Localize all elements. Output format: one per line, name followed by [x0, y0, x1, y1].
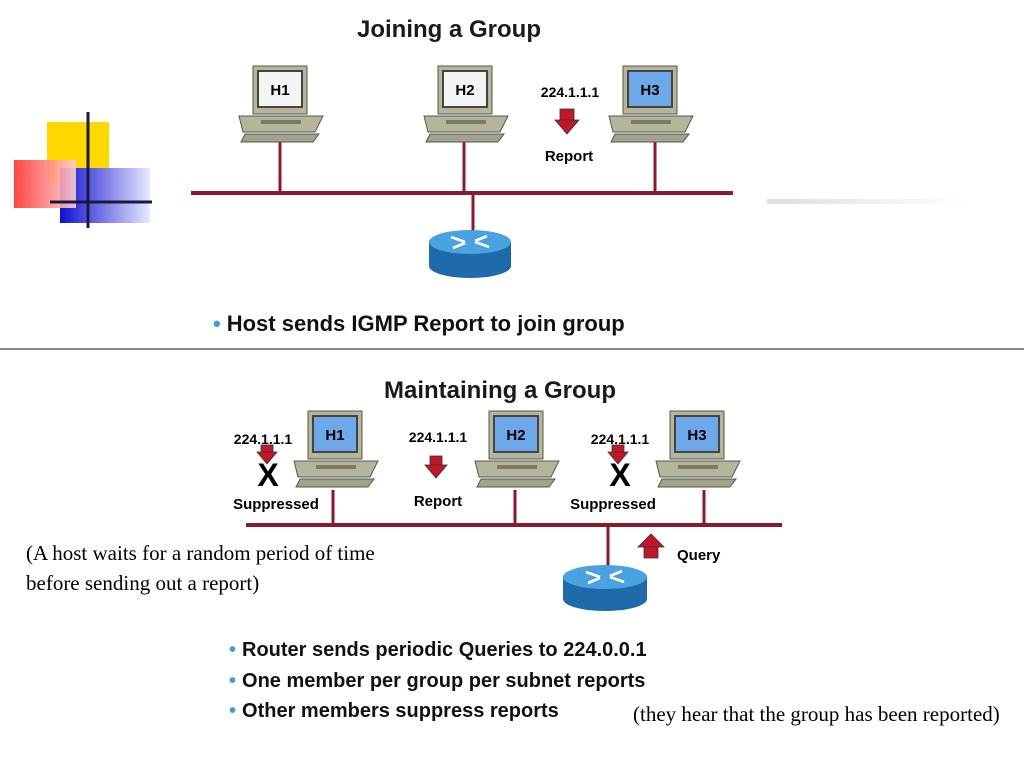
host-h3-label: H3 [640, 82, 659, 99]
h3-suppressed-label: Suppressed [570, 496, 656, 513]
host-h1: H1 [293, 410, 379, 488]
host-h2: H2 [474, 410, 560, 488]
top-bullet: •Host sends IGMP Report to join group [213, 311, 625, 337]
joining-group-title: Joining a Group [357, 16, 541, 43]
host-h1: H1 [238, 65, 324, 143]
report-label: Report [545, 148, 593, 165]
host-h1-label: H1 [325, 427, 344, 444]
host-h2-label: H2 [455, 82, 474, 99]
h2-group-address: 224.1.1.1 [409, 429, 468, 445]
host-h3: H3 [655, 410, 741, 488]
bottom-bullet-1: •Router sends periodic Queries to 224.0.… [229, 639, 647, 662]
query-label: Query [677, 547, 721, 564]
bottom-bullet-2-text: One member per group per subnet reports [242, 670, 646, 692]
h1-group-address: 224.1.1.1 [234, 431, 293, 447]
note-random-wait: (A host waits for a random period of tim… [22, 536, 425, 600]
h3-report-arrow-down [607, 444, 629, 465]
maintaining-group-diagram: H1 H2 H3 224.1.1.1 X Suppre [233, 410, 782, 611]
note-group-reported: (they hear that the group has been repor… [633, 702, 1000, 726]
bottom-bullet-1-text: Router sends periodic Queries to 224.0.0… [242, 639, 647, 661]
bottom-bullet-3: •Other members suppress reports [229, 700, 559, 723]
deco-faint-rule [766, 199, 966, 204]
h3-group-address: 224.1.1.1 [591, 431, 650, 447]
router-icon [429, 230, 511, 278]
deco-red-square [14, 160, 76, 208]
bullet-dot-icon: • [213, 311, 221, 336]
h2-report-arrow-down [424, 455, 448, 479]
host-h3: H3 [608, 65, 694, 143]
joining-group-diagram: H1 H2 H3 224.1.1.1 Report [191, 65, 733, 278]
bottom-bullet-2: •One member per group per subnet reports [229, 670, 645, 693]
report-arrow-down [554, 108, 580, 135]
bullet-dot-icon: • [229, 670, 237, 692]
joining-group-panel: H1 H2 H3 224.1.1.1 Report [153, 0, 767, 345]
bullet-dot-icon: • [229, 700, 237, 722]
router-icon [563, 565, 647, 611]
query-arrow-up [637, 533, 665, 559]
bullet-dot-icon: • [229, 639, 237, 661]
h1-suppressed-x-icon: X [257, 457, 279, 493]
h1-suppressed-label: Suppressed [233, 496, 319, 513]
host-h3-label: H3 [687, 427, 706, 444]
top-bullet-text: Host sends IGMP Report to join group [226, 311, 625, 336]
host-h2-label: H2 [506, 427, 525, 444]
bottom-bullet-3-text: Other members suppress reports [242, 700, 559, 722]
host-h1-label: H1 [270, 82, 289, 99]
host-h2: H2 [423, 65, 509, 143]
h3-suppressed-x-icon: X [609, 457, 631, 493]
group-address: 224.1.1.1 [541, 84, 600, 100]
h2-report-label: Report [414, 493, 462, 510]
h1-report-arrow-down [256, 444, 278, 465]
maintaining-group-title: Maintaining a Group [384, 377, 616, 404]
